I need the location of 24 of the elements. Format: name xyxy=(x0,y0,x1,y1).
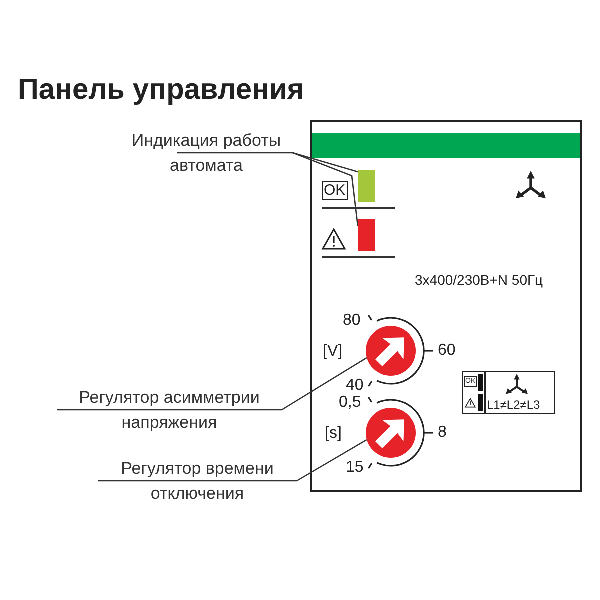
leader-line xyxy=(98,439,368,482)
leader-line xyxy=(57,357,368,411)
adjustment-knob xyxy=(366,408,416,458)
adjustment-knob xyxy=(366,326,416,376)
leader-line xyxy=(292,152,359,226)
ok-symbol-text: OK xyxy=(322,181,348,200)
callout-text: Индикация работы автомата xyxy=(120,128,293,178)
rating-text: 3x400/230В+N 50Гц xyxy=(415,272,544,289)
indicator-light xyxy=(358,170,375,202)
indicator-light xyxy=(358,219,375,251)
scale-value: 15 xyxy=(346,459,364,477)
scale-value: 0,5 xyxy=(339,394,362,412)
unit-label: [s] xyxy=(325,425,342,443)
scale-value: 40 xyxy=(346,377,364,395)
scale-value: 80 xyxy=(343,312,361,330)
unit-label: [V] xyxy=(323,343,343,361)
phase-symbol-text: L1≠L2≠L3 xyxy=(487,399,540,412)
scale-value: 60 xyxy=(438,342,456,360)
callout-text: Регулятор асимметрии напряжения xyxy=(57,385,282,435)
leader-line xyxy=(177,152,293,154)
leader-line xyxy=(292,152,358,173)
page-title: Панель управления xyxy=(18,73,304,108)
callout-text: Регулятор времени отключения xyxy=(98,456,297,506)
scale-value: 8 xyxy=(438,424,447,442)
